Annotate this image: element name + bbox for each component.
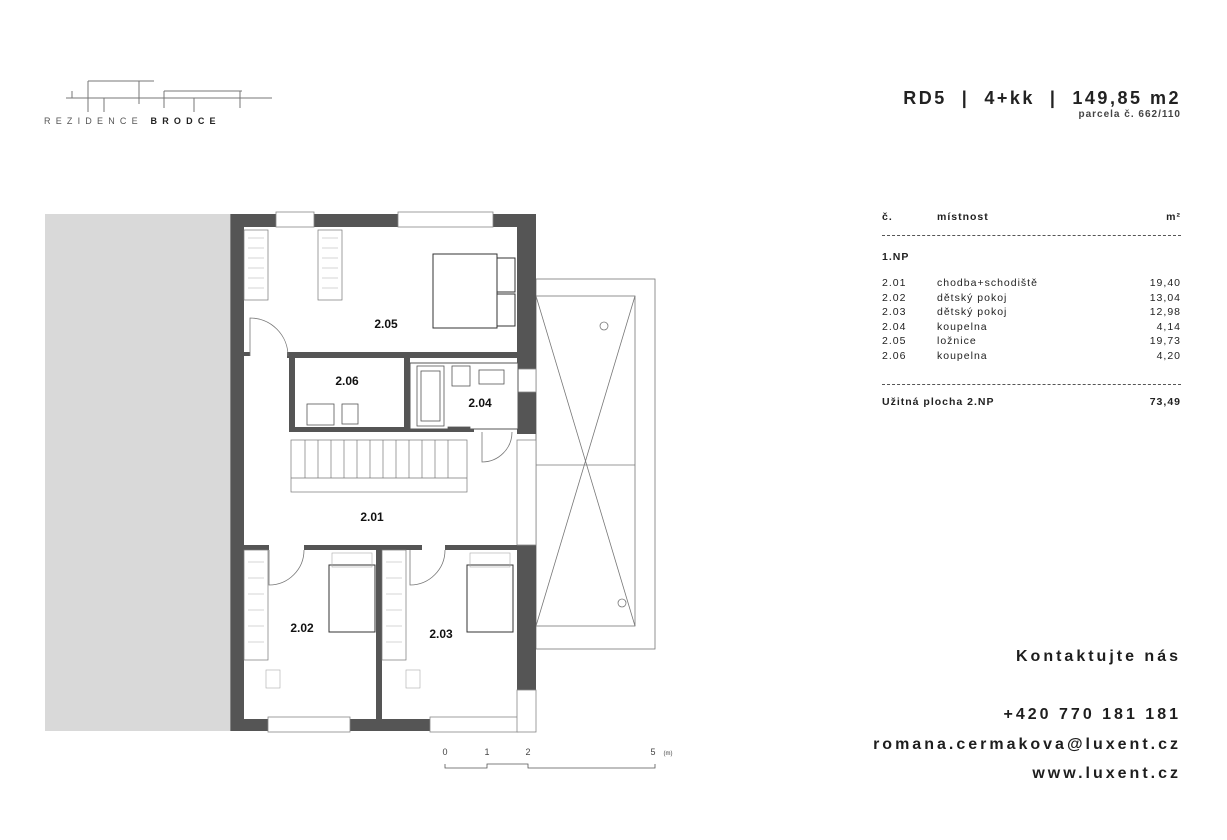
room-label-205: 2.05 (374, 317, 398, 331)
beds (328, 253, 516, 633)
room-area: 19,40 (1149, 277, 1181, 289)
rooms-table: č. místnost m² 1.NP 2.01 chodba+schodišt… (882, 210, 1181, 410)
floor-plan: 2.05 2.06 2.04 2.01 2.02 2.03 0 1 2 5 (m… (45, 211, 673, 769)
floor-label-text: 1.NP (882, 250, 910, 263)
logo-skyline-icon (66, 80, 272, 112)
room-area: 13,04 (1149, 291, 1181, 304)
room-area: 4,14 (1156, 320, 1181, 333)
room-area: 19,73 (1149, 335, 1181, 347)
total-row: Užitná plocha 2.NP 73,49 (882, 395, 1181, 410)
total-value: 73,49 (1149, 396, 1181, 408)
table-row: 2.04 koupelna 4,14 (882, 320, 1181, 335)
table-row: 2.01 chodba+schodiště 19,40 (882, 276, 1181, 291)
room-label-206: 2.06 (335, 374, 359, 388)
house-title: RD5 | 4+kk | 149,85 m2 (903, 88, 1181, 108)
total-label: Užitná plocha 2.NP (882, 396, 995, 408)
scale-unit: (m) (664, 751, 673, 757)
col-area-header: m² (1166, 211, 1181, 223)
room-label-202: 2.02 (290, 621, 314, 635)
room-number: 2.02 (882, 291, 907, 304)
divider (882, 234, 1181, 236)
room-number: 2.01 (882, 277, 907, 289)
divider (882, 384, 1181, 385)
room-name: koupelna (937, 320, 988, 333)
room-number: 2.05 (882, 335, 907, 347)
contact-phone-link[interactable]: +420 770 181 181 (1003, 706, 1181, 723)
room-number: 2.04 (882, 320, 907, 333)
scale-tick-0: 0 (442, 747, 447, 757)
table-row: 2.05 ložnice 19,73 (882, 334, 1181, 349)
room-name: dětský pokoj (937, 291, 1008, 304)
logo-text-left: REZIDENCE (44, 116, 143, 126)
table-header: č. místnost m² (882, 210, 1181, 225)
wardrobes (243, 229, 407, 661)
contact-email-link[interactable]: romana.cermakova@luxent.cz (873, 736, 1181, 753)
floor-label: 1.NP (882, 250, 1181, 265)
room-name: ložnice (937, 335, 977, 347)
col-room-header: místnost (937, 211, 989, 223)
terrace (535, 278, 656, 650)
scale-tick-5: 5 (650, 747, 655, 757)
room-area: 12,98 (1149, 306, 1181, 318)
room-number: 2.03 (882, 306, 907, 318)
neighbour-house (45, 214, 231, 731)
logo-text-right: BRODCE (150, 116, 221, 126)
parcel-number: parcela č. 662/110 (1078, 109, 1181, 120)
room-area: 4,20 (1156, 349, 1181, 362)
room-name: chodba+schodiště (937, 277, 1038, 289)
interior-walls (244, 352, 517, 719)
bathroom-fixtures (306, 365, 505, 432)
logo-wordmark: REZIDENCE BRODCE (44, 116, 221, 126)
room-label-204: 2.04 (468, 396, 492, 410)
scale-tick-1: 1 (484, 747, 489, 757)
staircase (290, 439, 468, 493)
contact-heading: Kontaktujte nás (1015, 648, 1181, 665)
room-name: koupelna (937, 349, 988, 362)
scale-bar: 0 1 2 5 (m) (442, 747, 673, 769)
table-row: 2.06 koupelna 4,20 (882, 349, 1181, 364)
scale-tick-2: 2 (525, 747, 530, 757)
table-row: 2.03 dětský pokoj 12,98 (882, 305, 1181, 320)
logo: REZIDENCE BRODCE (44, 78, 294, 128)
room-name: dětský pokoj (937, 306, 1008, 318)
table-row: 2.02 dětský pokoj 13,04 (882, 291, 1181, 306)
col-number-header: č. (882, 211, 893, 223)
room-label-201: 2.01 (360, 510, 384, 524)
room-label-203: 2.03 (429, 627, 453, 641)
contact-web-link[interactable]: www.luxent.cz (1032, 765, 1181, 782)
room-number: 2.06 (882, 349, 907, 362)
